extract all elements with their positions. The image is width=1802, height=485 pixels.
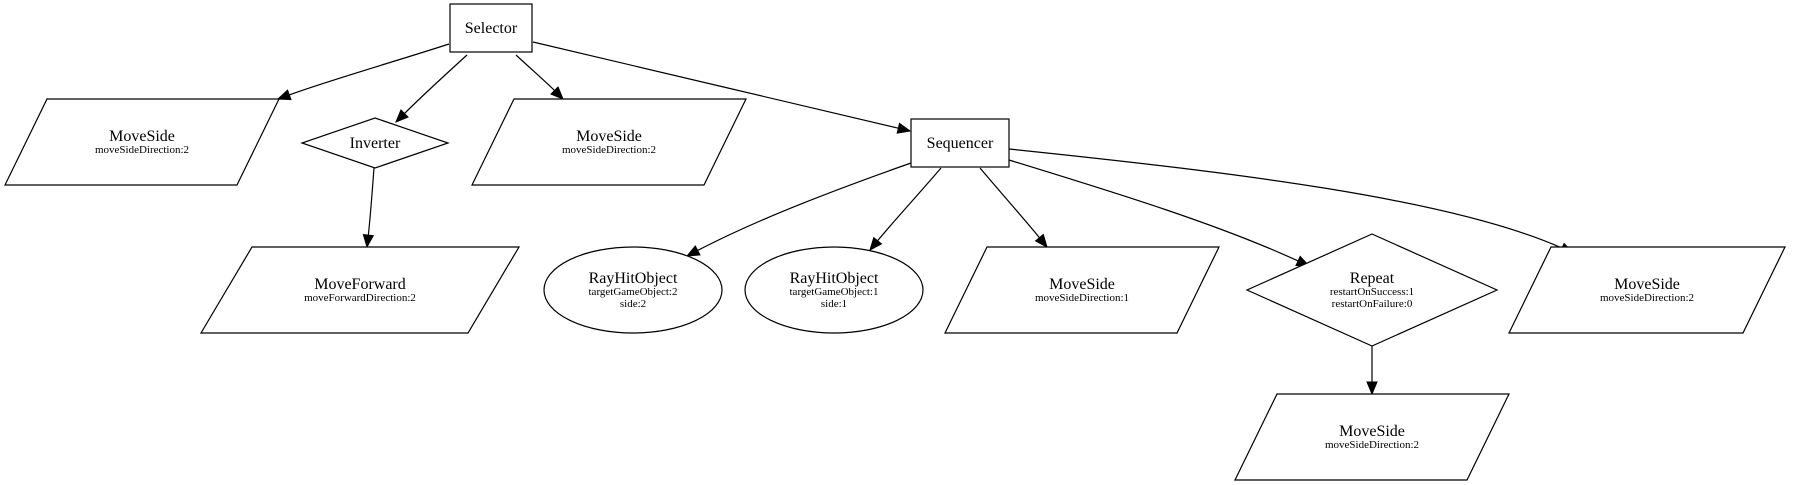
node-param: moveSideDirection:2 <box>562 144 656 156</box>
parallelogram-shape <box>471 98 747 186</box>
edge-sequencer-to-rayhit_b <box>869 167 942 252</box>
edge-sequencer-to-rayhit_a <box>685 162 912 257</box>
node-param: side:2 <box>620 298 646 310</box>
node-title: MoveSide <box>109 128 175 145</box>
arrowhead <box>869 236 883 252</box>
arrowhead <box>395 109 409 123</box>
parallelogram-shape <box>944 246 1220 334</box>
edge-inverter-to-moveforward <box>362 167 375 249</box>
parallelogram-shape <box>1508 246 1786 334</box>
edge-line <box>515 54 555 91</box>
node-sequencer[interactable]: Sequencer <box>910 118 1010 168</box>
box-shape <box>910 118 1010 168</box>
edge-selector-to-moveside_a <box>276 43 450 101</box>
parallelogram-shape <box>1234 393 1510 481</box>
node-param: side:1 <box>821 298 847 310</box>
parallelogram-shape <box>199 246 521 334</box>
node-param: moveSideDirection:2 <box>95 144 189 156</box>
node-param: targetGameObject:2 <box>589 286 678 298</box>
edge-line <box>1008 159 1299 262</box>
node-title: Sequencer <box>927 135 994 152</box>
node-param: targetGameObject:1 <box>790 286 879 298</box>
arrowhead <box>1366 381 1378 396</box>
node-param: restartOnFailure:0 <box>1332 298 1413 310</box>
arrowhead <box>1034 233 1048 249</box>
node-title: MoveSide <box>1049 276 1115 293</box>
edge-line <box>697 162 912 251</box>
edge-line <box>404 54 468 114</box>
edge-line <box>289 43 450 96</box>
parallelogram-shape <box>4 98 280 186</box>
node-repeat[interactable]: RepeatrestartOnSuccess:1restartOnFailure… <box>1245 233 1499 347</box>
node-param: restartOnSuccess:1 <box>1330 286 1414 298</box>
box-shape <box>449 3 533 53</box>
edge-repeat-to-moveside_d <box>1366 346 1378 396</box>
edge-sequencer-to-moveside_e <box>1008 148 1575 254</box>
edge-line <box>367 167 375 236</box>
node-title: MoveSide <box>576 128 642 145</box>
edge-selector-to-moveside_b <box>515 54 564 100</box>
node-inverter[interactable]: Inverter <box>300 117 450 169</box>
arrowhead <box>550 86 564 100</box>
node-title: RayHitObject <box>589 270 678 287</box>
node-param: moveForwardDirection:2 <box>304 292 416 304</box>
edge-selector-to-sequencer <box>532 41 912 134</box>
arrowhead <box>685 245 701 257</box>
edge-line <box>877 167 942 242</box>
arrowhead <box>362 233 375 249</box>
ellipse-shape <box>543 246 723 334</box>
edge-line <box>532 41 899 129</box>
diamond-shape <box>1245 233 1499 347</box>
edge-line <box>1008 148 1563 249</box>
diamond-shape <box>300 117 450 169</box>
node-title: MoveSide <box>1339 423 1405 440</box>
node-title: Selector <box>465 20 518 37</box>
edge-sequencer-to-moveside_c <box>979 167 1048 249</box>
node-selector[interactable]: Selector <box>449 3 533 53</box>
edge-selector-to-inverter <box>395 54 468 123</box>
node-param: moveSideDirection:2 <box>1600 292 1694 304</box>
node-param: moveSideDirection:2 <box>1325 439 1419 451</box>
node-title: MoveForward <box>314 276 406 293</box>
arrowhead <box>276 89 292 101</box>
node-title: Repeat <box>1350 270 1395 287</box>
arrowhead <box>896 122 912 134</box>
node-title: RayHitObject <box>790 270 879 287</box>
node-title: MoveSide <box>1614 276 1680 293</box>
edge-line <box>979 167 1040 239</box>
ellipse-shape <box>744 246 924 334</box>
edges-layer <box>276 41 1575 396</box>
node-param: moveSideDirection:1 <box>1035 292 1129 304</box>
node-title: Inverter <box>350 135 401 152</box>
